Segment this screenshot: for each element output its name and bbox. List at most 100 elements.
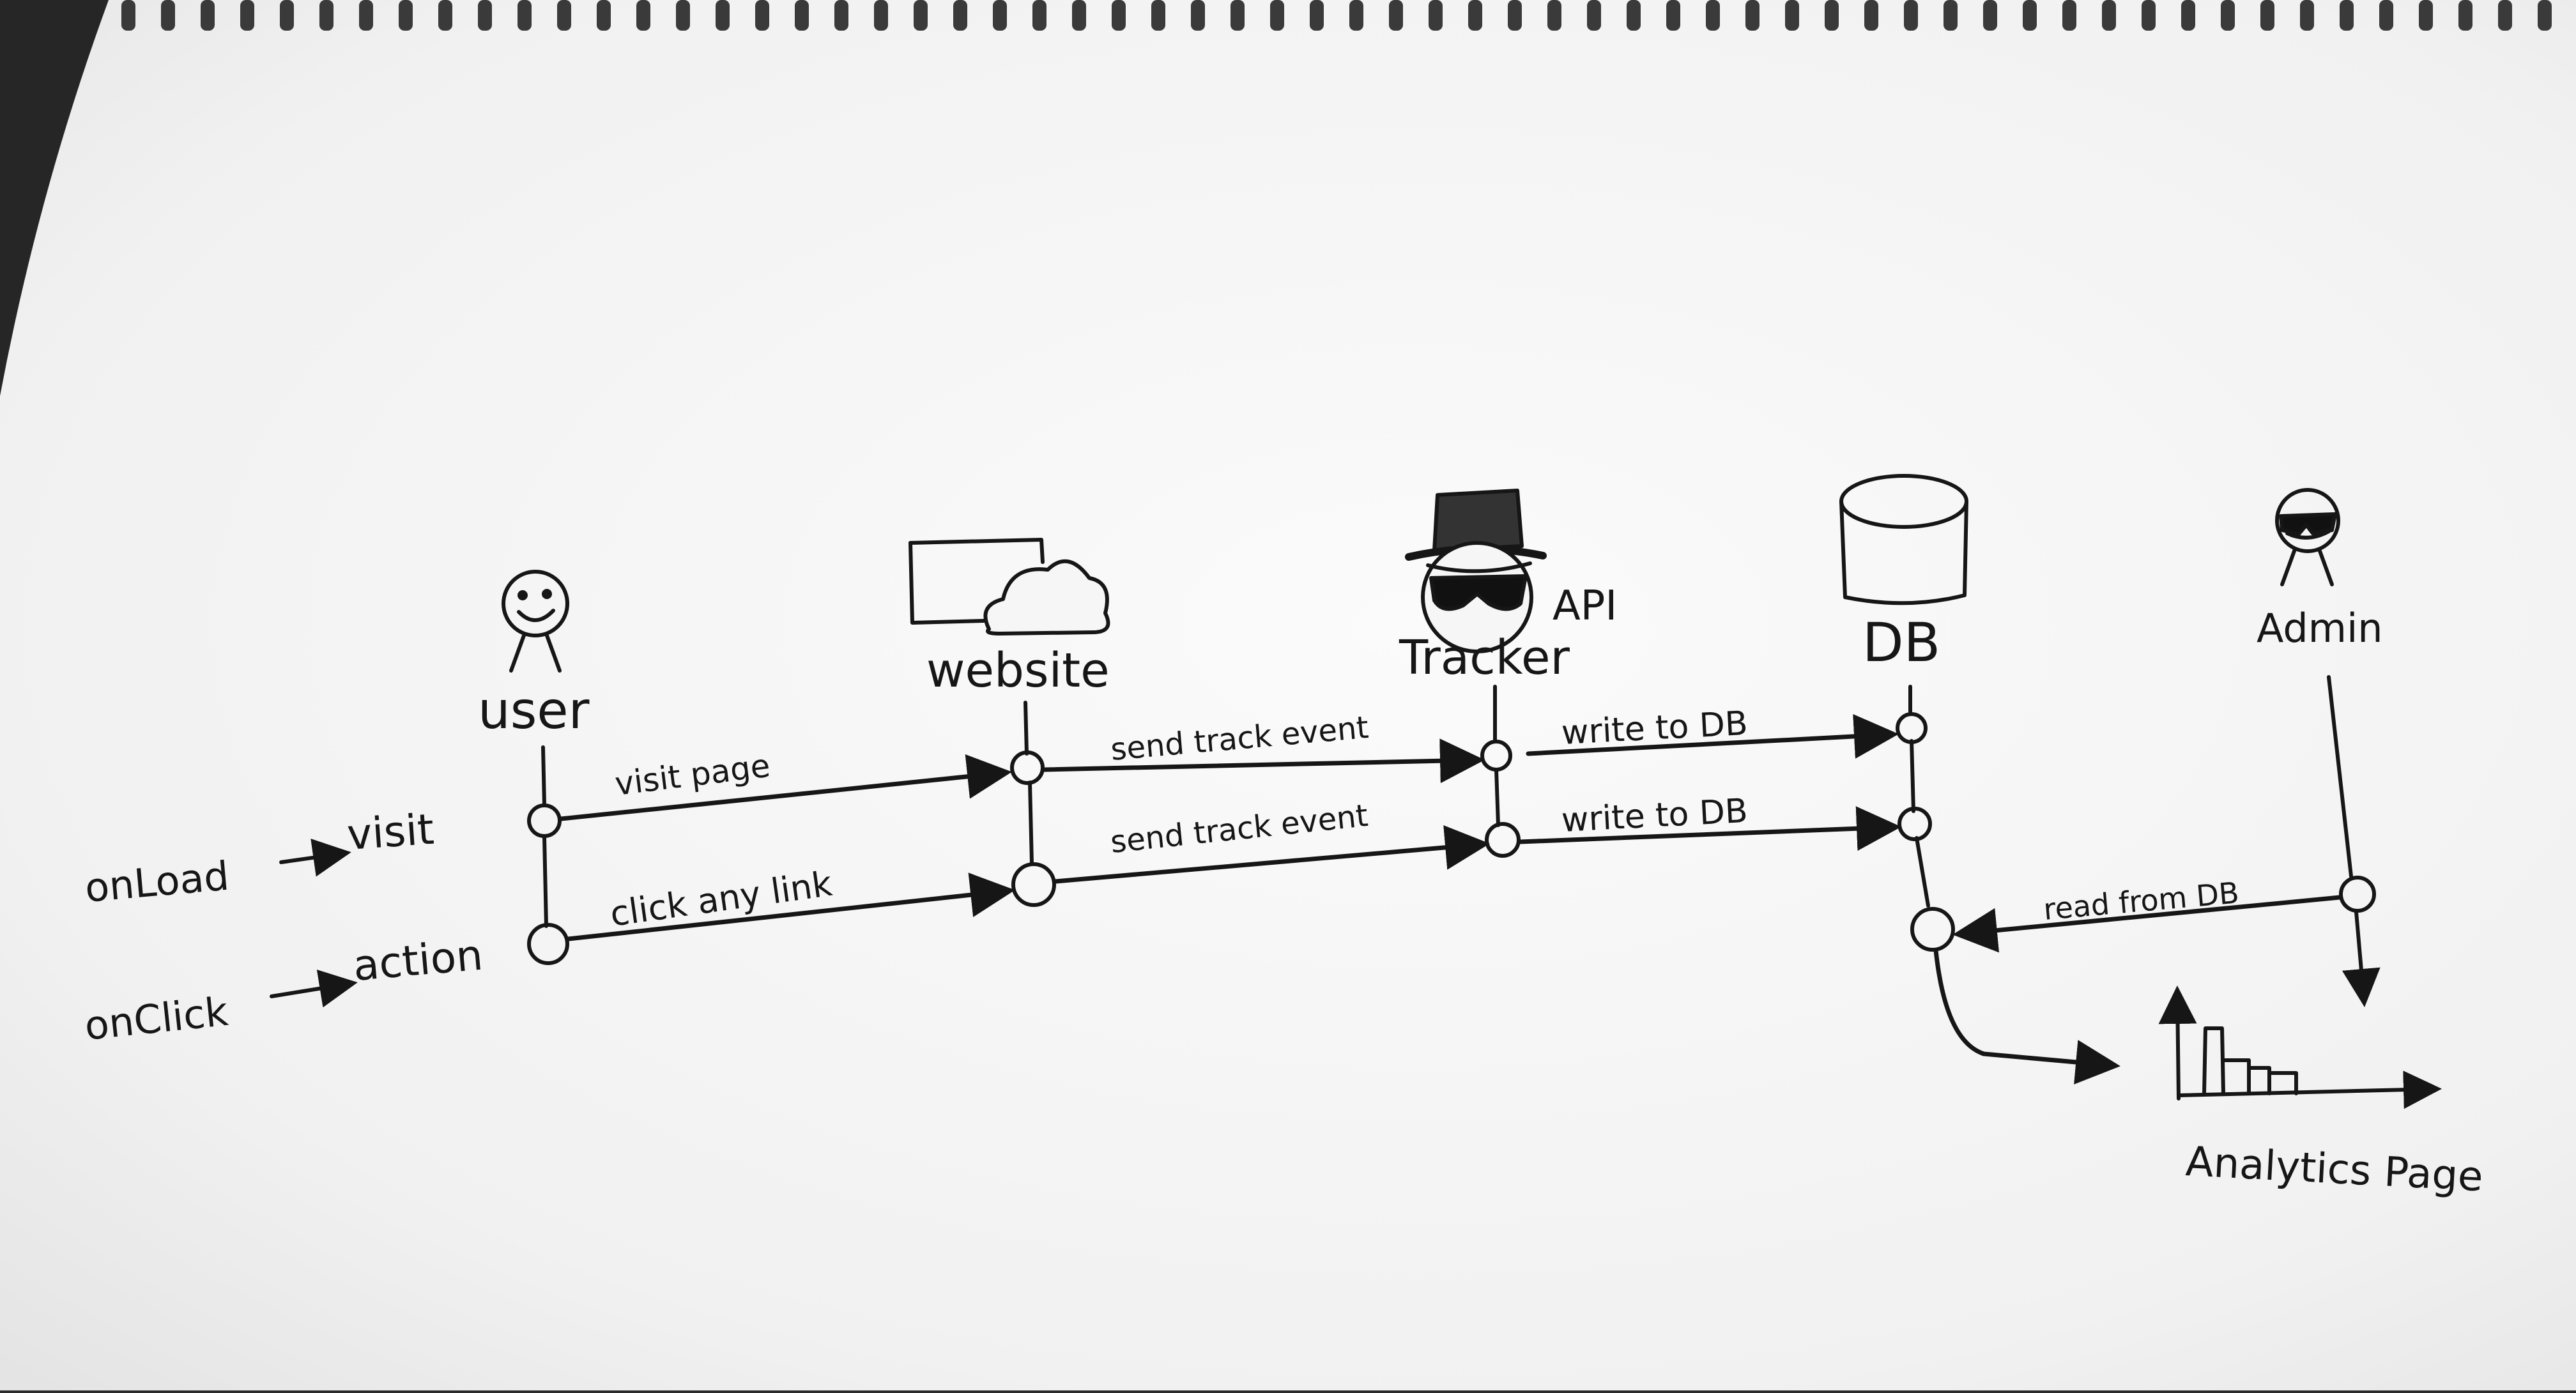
spiral-ring	[201, 0, 215, 31]
admin-point	[2339, 876, 2376, 913]
cloud-icon	[983, 559, 1110, 636]
spiral-binding	[121, 0, 2552, 31]
spiral-ring	[319, 0, 334, 31]
visit-label: visit	[346, 805, 436, 860]
spiral-ring	[121, 0, 135, 31]
spiral-ring	[1706, 0, 1720, 31]
db-lifeline	[1908, 685, 1930, 908]
user-label: user	[478, 681, 590, 740]
website-point-1	[1010, 750, 1045, 785]
spiral-ring	[1112, 0, 1126, 31]
spiral-ring	[1785, 0, 1799, 31]
action-label: action	[351, 931, 485, 991]
onload-arrow	[279, 839, 351, 877]
spiral-ring	[1943, 0, 1958, 31]
spiral-ring	[1627, 0, 1641, 31]
spiral-ring	[1310, 0, 1324, 31]
user-lifeline	[541, 745, 548, 928]
spiral-ring	[1825, 0, 1839, 31]
send-track-event-arrow-1	[1042, 738, 1485, 784]
spiral-ring	[1508, 0, 1522, 31]
admin-actor	[2275, 488, 2340, 586]
send-track-event-arrow-2	[1053, 825, 1490, 884]
spiral-ring	[1468, 0, 1482, 31]
spiral-ring	[438, 0, 452, 31]
spiral-ring	[2458, 0, 2472, 31]
spiral-ring	[953, 0, 967, 31]
spiral-ring	[993, 0, 1007, 31]
db-to-analytics-arrow	[1933, 948, 2120, 1085]
spy-tracker-icon	[1405, 489, 1547, 653]
write-to-db-arrow-2	[1518, 806, 1901, 851]
spiral-ring	[1349, 0, 1363, 31]
spiral-ring	[2181, 0, 2195, 31]
spiral-ring	[2419, 0, 2433, 31]
spiral-ring	[636, 0, 650, 31]
spiral-ring	[1904, 0, 1918, 31]
tracker-label: Tracker	[1399, 630, 1570, 685]
spiral-ring	[2142, 0, 2156, 31]
lifelines	[541, 675, 2364, 1000]
spiral-ring	[2340, 0, 2354, 31]
spiral-ring	[518, 0, 532, 31]
website-lifeline	[1023, 701, 1034, 865]
spiral-ring	[795, 0, 809, 31]
spiral-ring	[399, 0, 413, 31]
read-from-db-arrow	[1952, 895, 2342, 953]
spiral-ring	[557, 0, 571, 31]
spiral-ring	[2062, 0, 2076, 31]
db-label: DB	[1862, 611, 1940, 674]
spiral-ring	[2102, 0, 2116, 31]
spiral-ring	[1666, 0, 1680, 31]
spiral-ring	[1230, 0, 1245, 31]
spiral-ring	[2379, 0, 2393, 31]
spiral-ring	[1745, 0, 1759, 31]
spiral-ring	[1864, 0, 1878, 31]
spiral-ring	[2221, 0, 2235, 31]
spiral-ring	[1389, 0, 1403, 31]
admin-lifeline	[2327, 675, 2364, 1000]
analytics-chart-icon	[2158, 986, 2442, 1109]
visit-page-arrow	[558, 754, 1012, 821]
write-to-db-arrow-1	[1526, 714, 1899, 759]
spiral-ring	[1191, 0, 1205, 31]
spiral-ring	[716, 0, 730, 31]
spiral-ring	[1547, 0, 1561, 31]
smiley-face-icon	[502, 570, 569, 637]
spiral-ring	[676, 0, 690, 31]
spiral-ring	[834, 0, 848, 31]
spiral-ring	[755, 0, 769, 31]
spiral-ring	[1072, 0, 1086, 31]
message-arrows	[558, 714, 2342, 1085]
spiral-ring	[2538, 0, 2552, 31]
admin-label: Admin	[2257, 605, 2383, 651]
spiral-ring	[240, 0, 254, 31]
spiral-ring	[280, 0, 294, 31]
spiral-ring	[1429, 0, 1443, 31]
spiral-ring	[914, 0, 928, 31]
spiral-ring	[161, 0, 175, 31]
database-icon	[1839, 474, 1968, 605]
website-label: website	[926, 643, 1110, 698]
spiral-ring	[874, 0, 888, 31]
user-actor	[502, 570, 569, 673]
spiral-ring	[2300, 0, 2314, 31]
api-label: API	[1552, 582, 1617, 630]
website-icon	[908, 538, 1110, 636]
spiral-ring	[478, 0, 492, 31]
spiral-ring	[597, 0, 611, 31]
spiral-ring	[2260, 0, 2274, 31]
spiral-ring	[1587, 0, 1601, 31]
spiral-ring	[1032, 0, 1046, 31]
tracker-lifeline	[1493, 685, 1500, 827]
spiral-ring	[1151, 0, 1165, 31]
user-action-point	[527, 923, 569, 965]
sunglasses-icon	[2279, 512, 2337, 536]
onclick-arrow	[270, 970, 358, 1008]
click-any-link-arrow	[566, 872, 1015, 941]
spiral-ring	[2498, 0, 2512, 31]
user-visit-point	[527, 803, 562, 838]
